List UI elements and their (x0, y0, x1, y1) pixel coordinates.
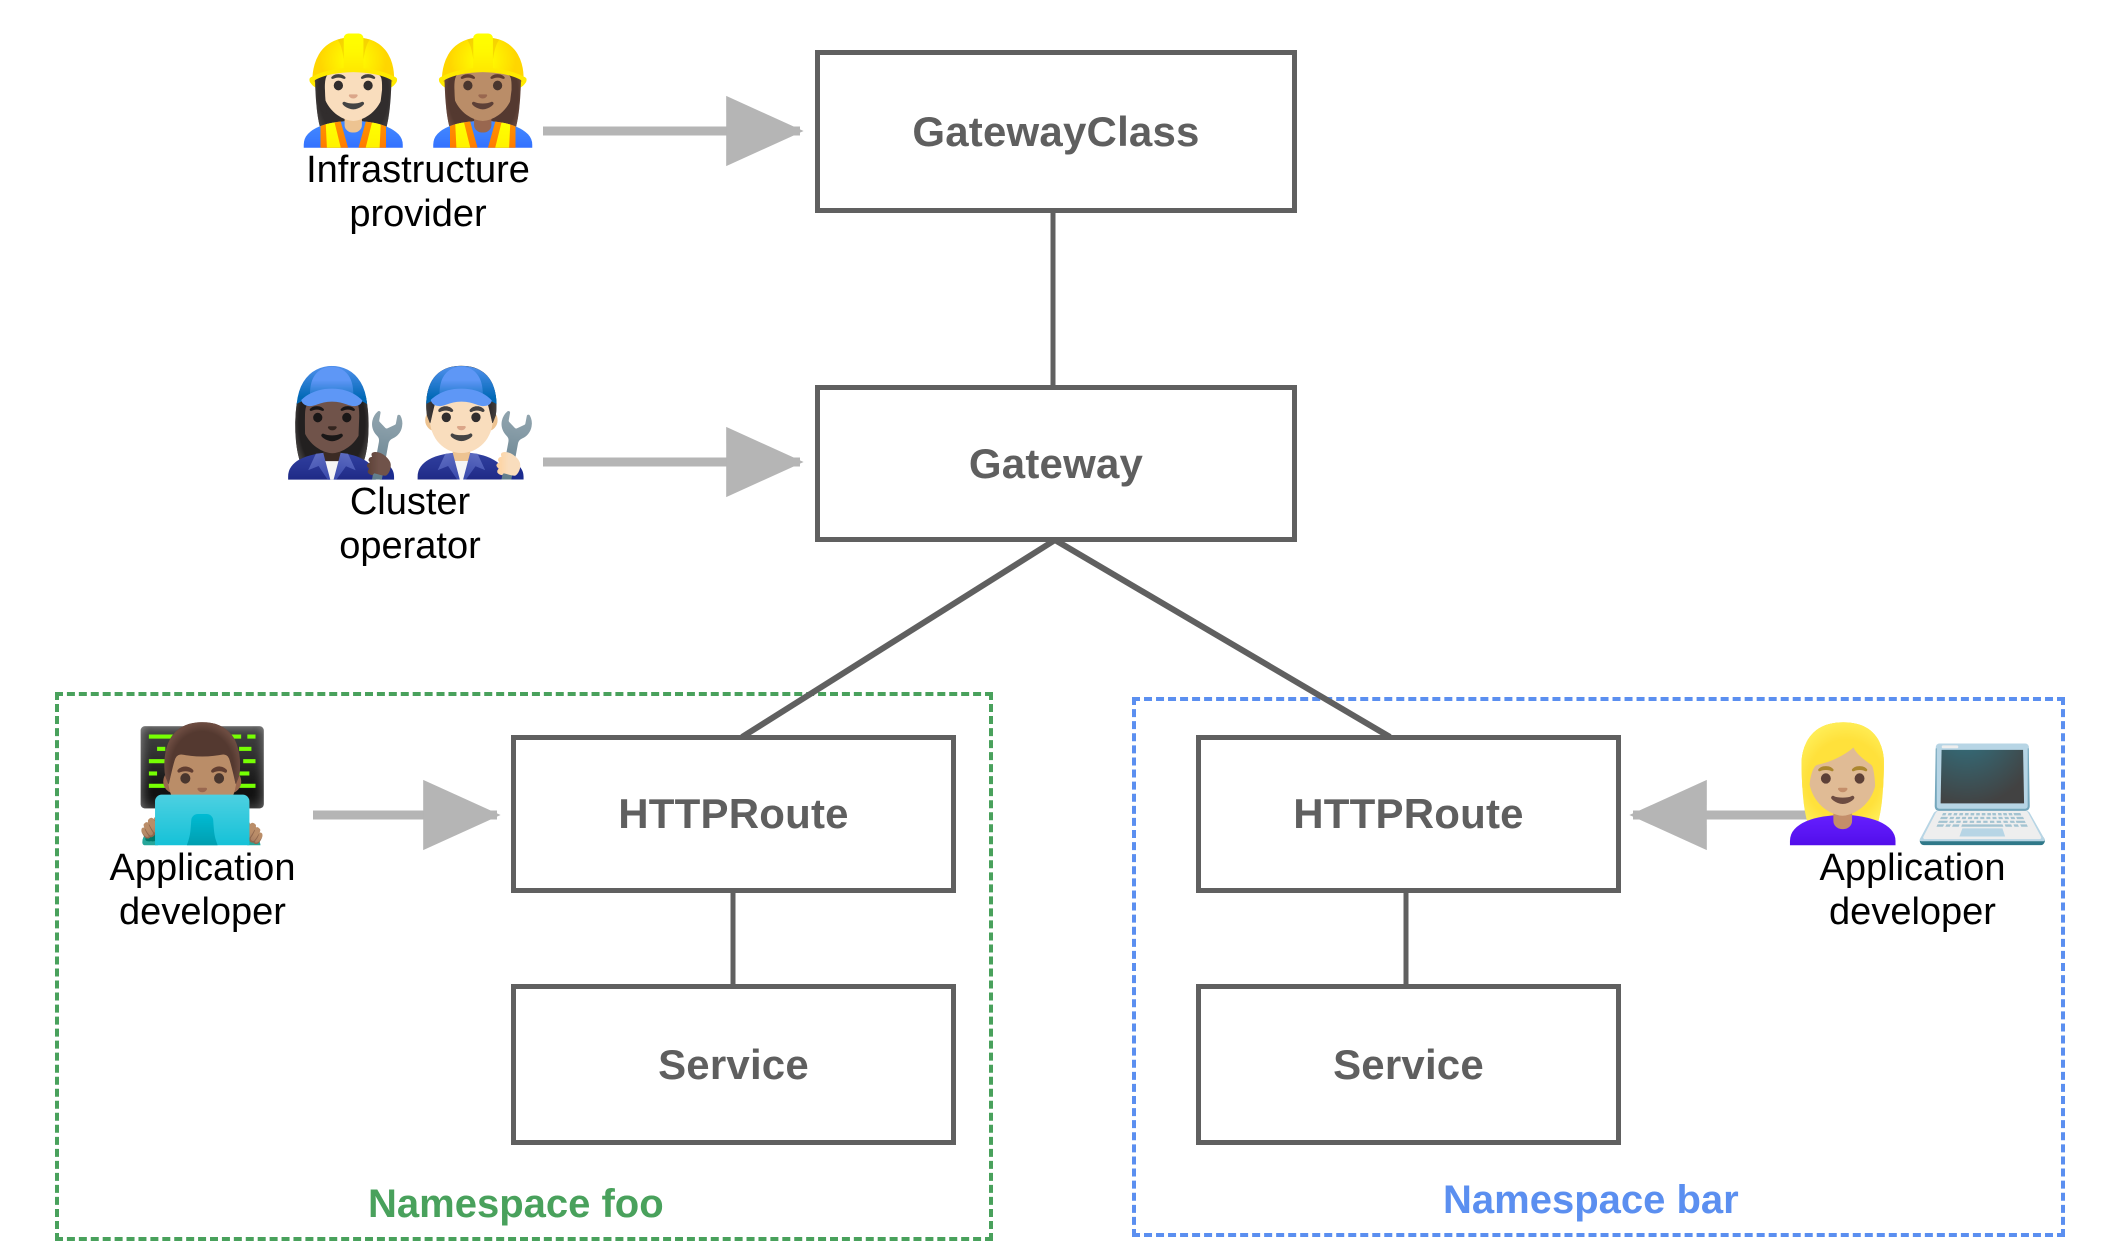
node-httproute-foo-label: HTTPRoute (618, 790, 849, 837)
persona-application-developer-foo: 👨🏽‍💻 Application developer (60, 728, 345, 934)
persona-infrastructure-provider: 👷🏻‍♀️👷🏽‍♀️ Infrastructure provider (258, 38, 578, 236)
persona-application-developer-bar: 👱🏼‍♀️💻 Application developer (1770, 728, 2055, 934)
node-httproute-bar[interactable]: HTTPRoute (1196, 735, 1621, 893)
node-gateway[interactable]: Gateway (815, 385, 1297, 542)
node-service-bar-label: Service (1333, 1040, 1484, 1088)
persona-cluster-operator: 👩🏿‍🔧👨🏻‍🔧 Cluster operator (250, 370, 570, 568)
node-gateway-label: Gateway (968, 439, 1144, 487)
technologist-woman-icon: 👱🏼‍♀️💻 (1773, 719, 2052, 849)
persona-cluster-operator-caption: Cluster operator (339, 481, 481, 568)
technologist-man-icon: 👨🏽‍💻 (132, 719, 273, 849)
node-service-foo-label: Service (658, 1040, 809, 1088)
namespace-label-bar: Namespace bar (1443, 1178, 1739, 1222)
namespace-container-bar (1132, 697, 2065, 1237)
persona-application-developer-bar-caption: Application developer (1819, 847, 2006, 934)
node-service-bar[interactable]: Service (1196, 984, 1621, 1145)
node-service-foo[interactable]: Service (511, 984, 956, 1145)
persona-infrastructure-provider-caption: Infrastructure provider (306, 149, 530, 236)
node-httproute-foo[interactable]: HTTPRoute (511, 735, 956, 893)
mechanic-icon: 👩🏿‍🔧👨🏻‍🔧 (280, 361, 540, 483)
namespace-container-foo (55, 692, 993, 1241)
node-gatewayclass-label: GatewayClass (912, 107, 1200, 155)
node-gatewayclass[interactable]: GatewayClass (815, 50, 1297, 213)
construction-worker-woman-icon: 👷🏻‍♀️👷🏽‍♀️ (288, 29, 548, 151)
node-httproute-bar-label: HTTPRoute (1293, 790, 1524, 837)
persona-application-developer-foo-caption: Application developer (109, 847, 296, 934)
namespace-label-foo: Namespace foo (368, 1182, 664, 1226)
